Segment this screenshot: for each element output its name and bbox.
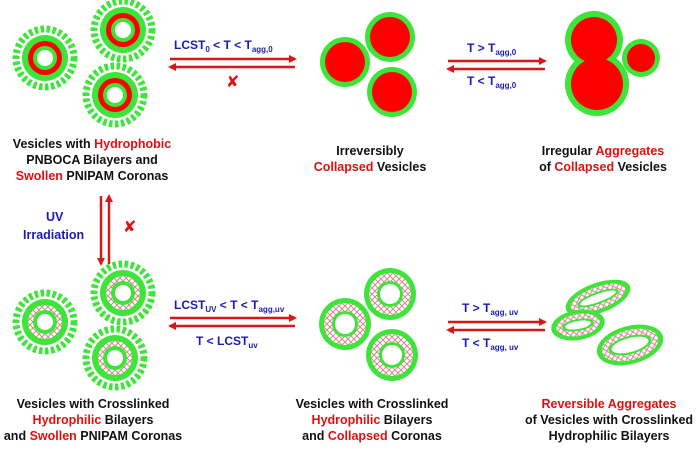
arrow-pair-1 <box>168 55 297 71</box>
arrow5-bottom-label: T < Tagg, uv <box>462 336 519 352</box>
caption-irregular-aggregates: Irregular Aggregates of Collapsed Vesicl… <box>539 144 667 174</box>
vesicle-cluster-hydrophobic <box>12 0 156 128</box>
caption-crosslinked-swollen: Vesicles with Crosslinked Hydrophilic Bi… <box>3 397 183 443</box>
arrow4-top-label: LCSTUV < T < Tagg,uv <box>174 298 285 314</box>
arrow-pair-2 <box>446 57 547 73</box>
arrow-pair-5 <box>446 318 547 334</box>
blocked-mark-1: ✘ <box>226 74 240 91</box>
vesicle-cluster-crosslinked-collapsed <box>319 268 418 381</box>
arrow4-bottom-label: T < LCSTuv <box>196 334 258 350</box>
vesicle-cluster-crosslinked-swollen <box>12 260 156 391</box>
aggregate-reversible <box>551 279 664 366</box>
caption-reversible-aggregates: Reversible Aggregates of Vesicles with C… <box>524 397 694 443</box>
uv-label-2: Irradiation <box>23 228 85 242</box>
arrow2-bottom-label: T < Tagg,0 <box>467 74 517 90</box>
vesicle-cluster-collapsed <box>320 12 417 117</box>
blocked-mark-2: ✘ <box>123 219 137 236</box>
arrow-pair-4 <box>168 314 297 330</box>
caption-collapsed-vesicles: Irreversibly Collapsed Vesicles <box>313 144 427 174</box>
aggregate-collapsed <box>565 11 660 116</box>
arrow1-top-label: LCST0 < T < Tagg,0 <box>174 38 273 54</box>
uv-label: UV <box>46 210 64 224</box>
arrow-pair-uv <box>97 194 113 266</box>
arrow2-top-label: T > Tagg,0 <box>467 41 517 57</box>
arrow5-top-label: T > Tagg, uv <box>462 301 519 317</box>
caption-crosslinked-collapsed: Vesicles with Crosslinked Hydrophilic Bi… <box>295 397 449 443</box>
caption-hydrophobic-vesicles: Vesicles with Hydrophobic PNBOCA Bilayer… <box>12 137 172 183</box>
